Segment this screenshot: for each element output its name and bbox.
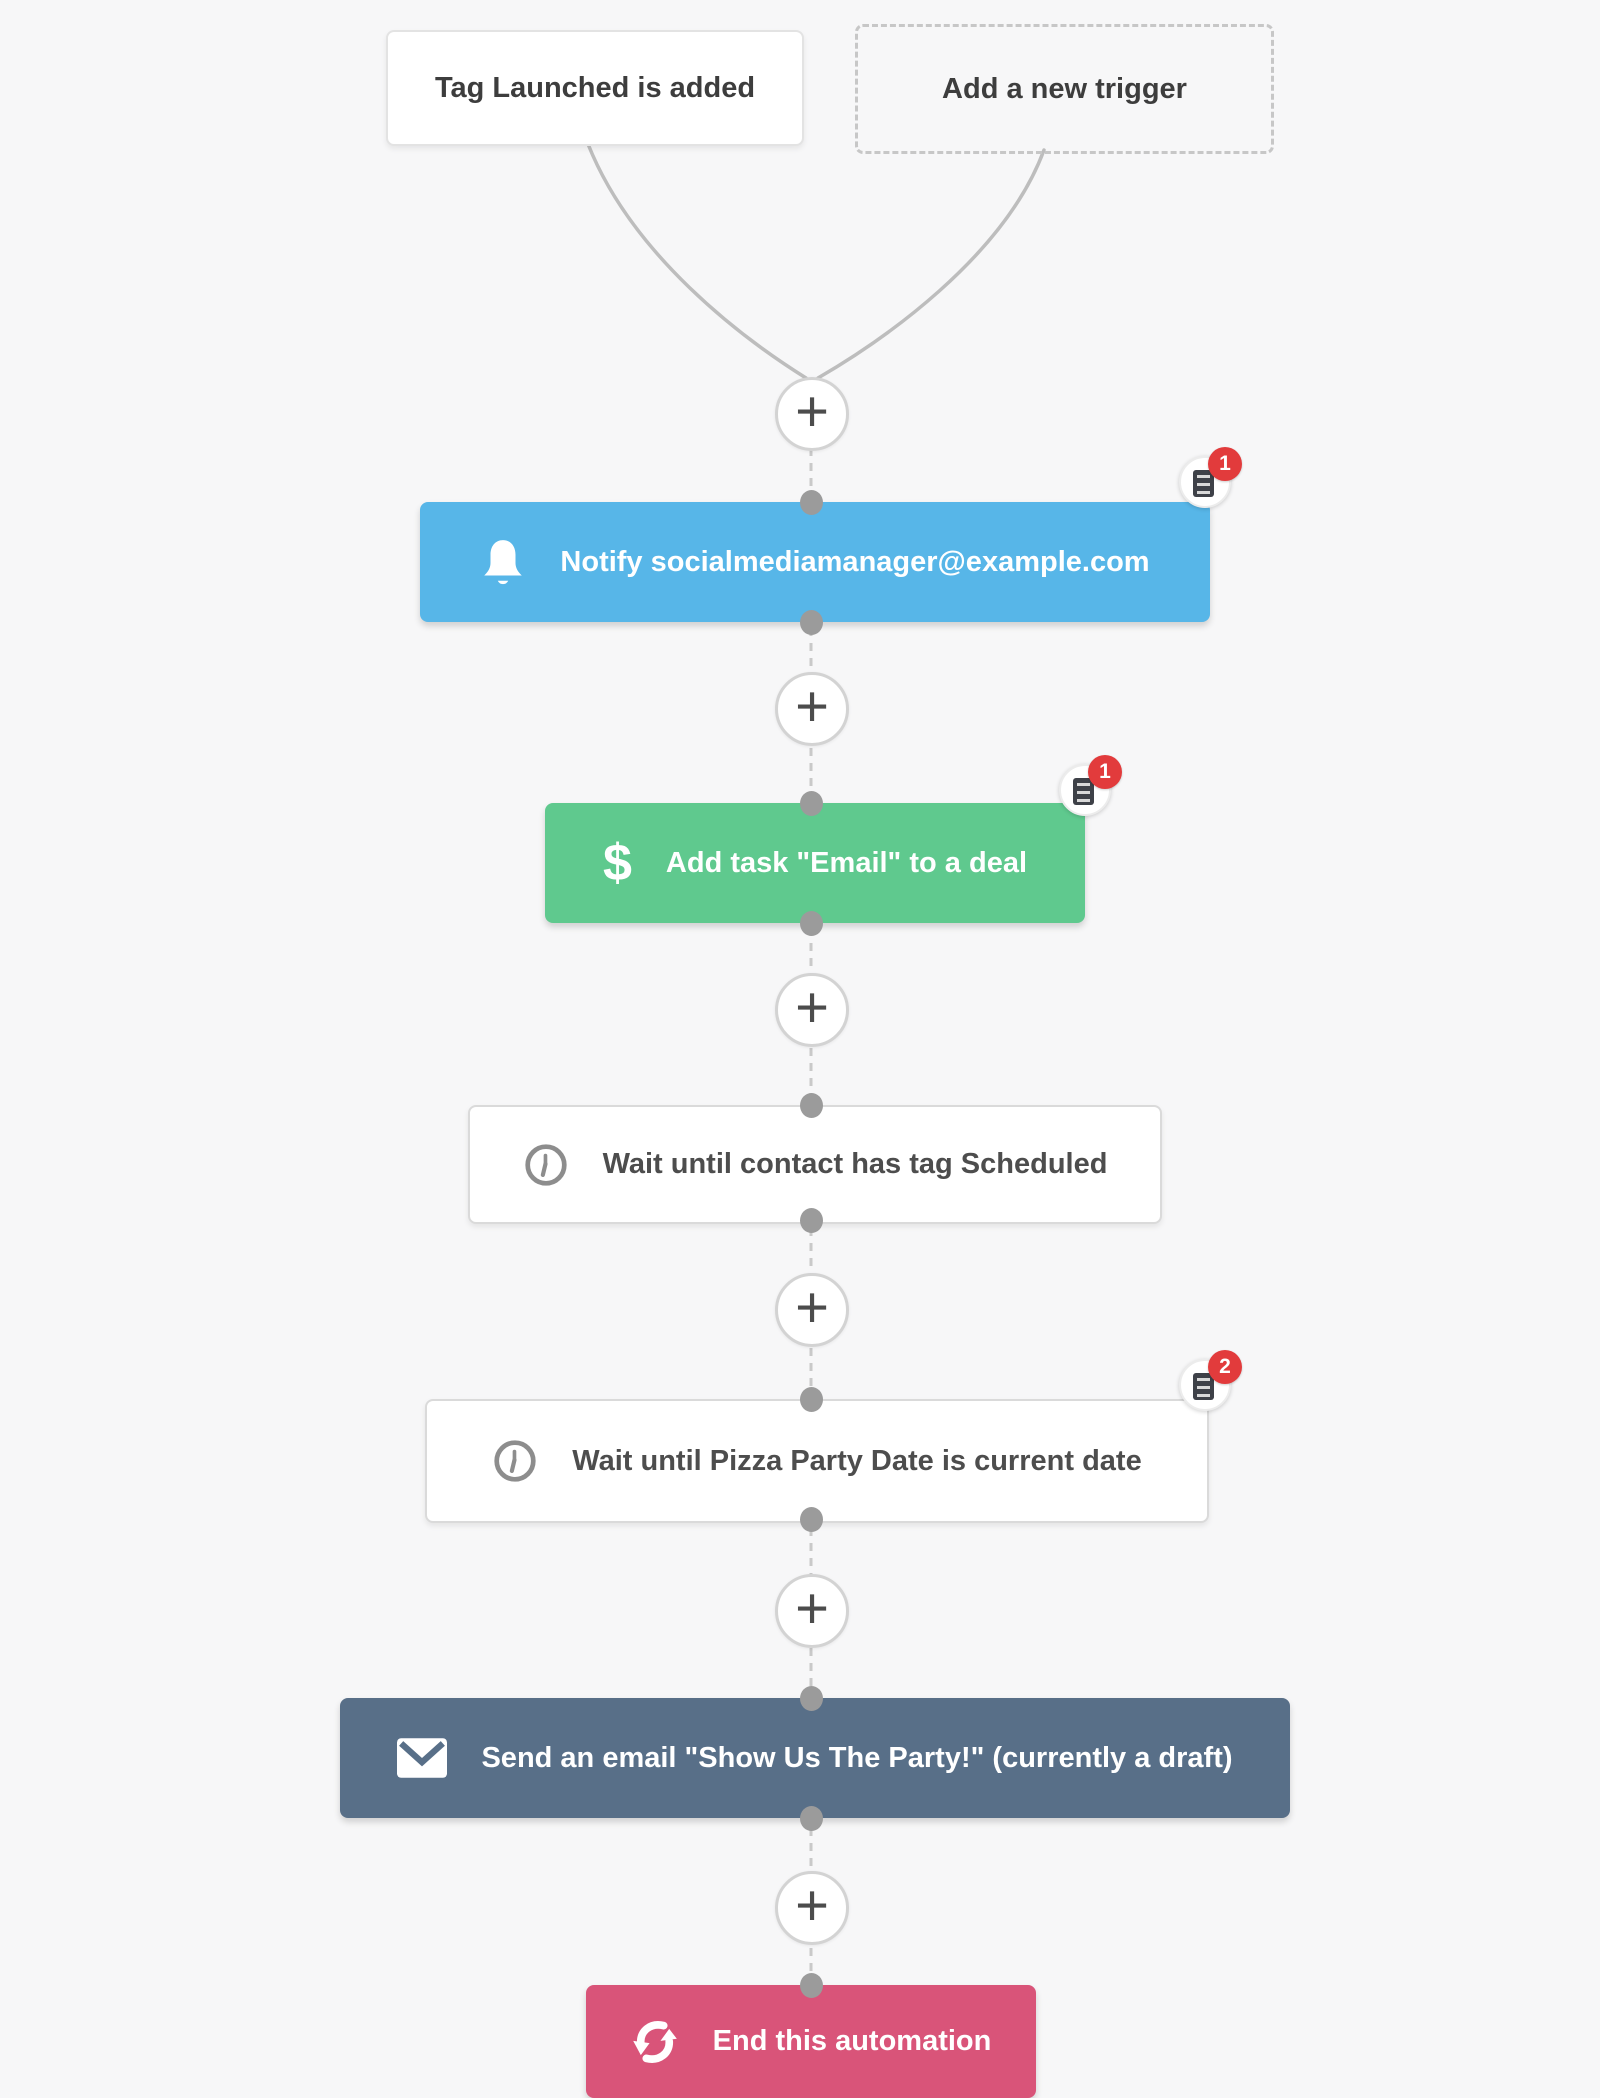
plus-icon: + — [795, 1576, 829, 1641]
note-icon — [1193, 1373, 1214, 1400]
action-label: Wait until Pizza Party Date is current d… — [572, 1444, 1142, 1477]
connection-point — [800, 911, 823, 936]
note-icon — [1073, 778, 1094, 805]
add-action-button[interactable]: + — [775, 1871, 849, 1945]
envelope-icon — [397, 1736, 448, 1780]
add-action-button[interactable]: + — [775, 672, 849, 746]
action-node-end-automation[interactable]: End this automation — [586, 1985, 1036, 2098]
add-action-button[interactable]: + — [775, 973, 849, 1047]
notes-badge[interactable]: 2 — [1179, 1350, 1242, 1411]
add-new-trigger-button[interactable]: Add a new trigger — [855, 24, 1274, 154]
trigger-branch-left — [586, 142, 808, 380]
add-action-button[interactable]: + — [775, 377, 849, 451]
notes-badge[interactable]: 1 — [1059, 755, 1122, 816]
add-trigger-label: Add a new trigger — [942, 72, 1187, 105]
clock-icon — [523, 1142, 569, 1188]
connection-point — [800, 1387, 823, 1412]
plus-icon: + — [795, 975, 829, 1040]
refresh-icon — [631, 2020, 679, 2064]
note-icon — [1193, 470, 1214, 497]
plus-icon: + — [795, 1275, 829, 1340]
note-count: 1 — [1088, 755, 1122, 789]
add-action-button[interactable]: + — [775, 1273, 849, 1347]
add-action-button[interactable]: + — [775, 1574, 849, 1648]
connection-point — [800, 490, 823, 515]
trigger-branch-right — [816, 148, 1046, 380]
action-label: End this automation — [712, 2025, 992, 2057]
connection-point — [800, 1806, 823, 1831]
trigger-node-tag-launched[interactable]: Tag Launched is added — [386, 30, 804, 146]
connection-point — [800, 1686, 823, 1711]
action-label: Notify socialmediamanager@example.com — [560, 545, 1150, 578]
connection-point — [800, 1973, 823, 1998]
clock-icon — [492, 1438, 538, 1484]
action-node-wait-date[interactable]: Wait until Pizza Party Date is current d… — [425, 1399, 1209, 1523]
dollar-icon: $ — [602, 834, 632, 892]
notes-badge[interactable]: 1 — [1179, 447, 1242, 508]
connection-point — [800, 791, 823, 816]
connection-point — [800, 1507, 823, 1532]
action-node-wait-tag[interactable]: Wait until contact has tag Scheduled — [468, 1105, 1162, 1224]
plus-icon: + — [795, 379, 829, 444]
note-count: 2 — [1208, 1350, 1242, 1384]
action-node-add-task[interactable]: $ Add task "Email" to a deal — [545, 803, 1085, 923]
trigger-label: Tag Launched is added — [434, 71, 756, 104]
connection-point — [800, 1093, 823, 1118]
action-label: Send an email "Show Us The Party!" (curr… — [481, 1741, 1233, 1774]
action-label: Wait until contact has tag Scheduled — [602, 1148, 1108, 1180]
action-node-notify[interactable]: Notify socialmediamanager@example.com — [420, 502, 1210, 622]
connection-point — [800, 1208, 823, 1233]
connection-point — [800, 610, 823, 635]
plus-icon: + — [795, 1873, 829, 1938]
note-count: 1 — [1208, 447, 1242, 481]
action-label: Add task "Email" to a deal — [665, 846, 1028, 879]
action-node-send-email[interactable]: Send an email "Show Us The Party!" (curr… — [340, 1698, 1290, 1818]
plus-icon: + — [795, 674, 829, 739]
bell-icon — [480, 537, 526, 587]
